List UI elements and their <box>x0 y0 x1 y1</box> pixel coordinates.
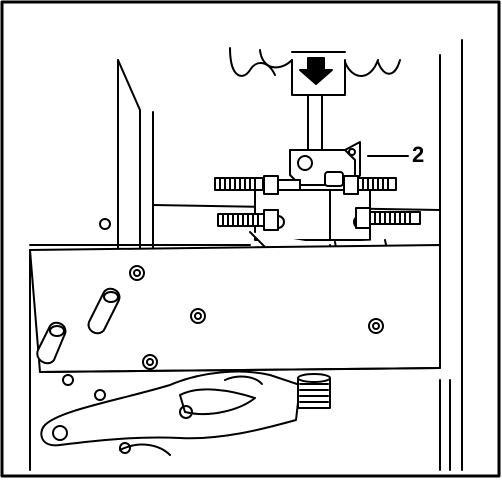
press-frame-uprights <box>29 39 463 471</box>
lower-bracket-arm <box>40 370 301 456</box>
lower-hub <box>297 373 331 409</box>
locating-pins <box>36 287 121 365</box>
press-direction-arrow <box>299 57 333 85</box>
puller-body <box>214 175 421 241</box>
threaded-bolt-right-lower <box>369 211 421 225</box>
threaded-bolt-left-upper <box>214 177 264 191</box>
threaded-bolt-right-upper <box>357 177 397 191</box>
press-ram <box>229 47 401 151</box>
callout-label-2: 2 <box>412 142 425 167</box>
plate-nuts <box>62 218 384 401</box>
base-plate <box>29 244 441 373</box>
threaded-bolt-left-lower <box>217 213 267 227</box>
